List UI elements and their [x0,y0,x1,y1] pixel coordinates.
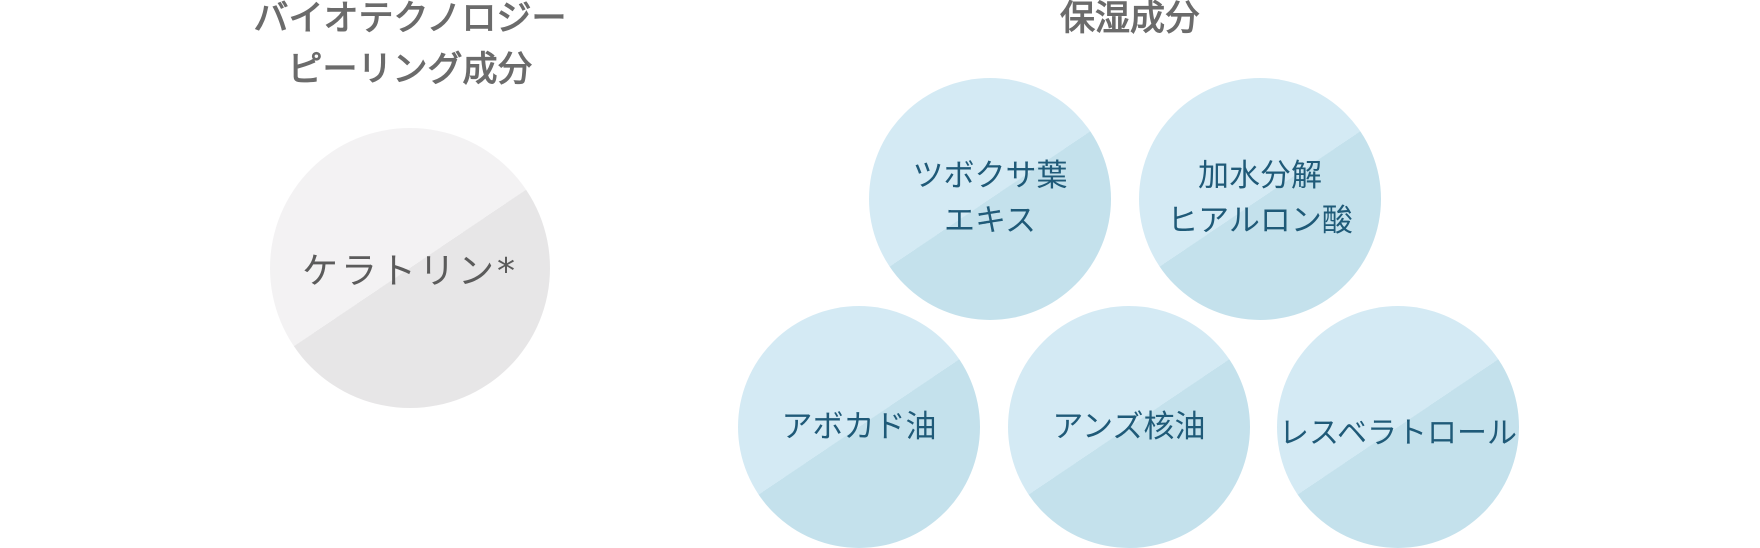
ingredient-label: ケラトリン* [302,242,518,294]
ingredient-label: ツボクサ葉 エキス [913,154,1068,244]
ingredient-name: レスベラトロール [1279,415,1517,451]
ingredient-label: アンズ核油 [1052,405,1205,450]
ingredient-name: アボカド油 [781,408,937,445]
ingredient-circle-keratin: ケラトリン* [270,128,550,408]
ingredient-circle-resveratrol: レスベラトロール [1277,306,1519,548]
heading-text: 保湿成分 [1059,0,1200,39]
ingredient-name: ケラトリン* [301,251,518,292]
heading-line-1: バイオテクノロジー [253,0,567,39]
ingredient-label: レスベラトロール [1279,411,1517,456]
ingredient-circle-avocado-oil: アボカド油 [738,306,980,548]
heading-line-2: ピーリング成分 [287,50,533,90]
ingredient-circle-apricot-kernel-oil: アンズ核油 [1008,306,1250,548]
ingredient-name-line-2: エキス [943,203,1037,239]
ingredient-label: 加水分解 ヒアルロン酸 [1167,154,1353,244]
ingredient-label: アボカド油 [782,405,937,450]
ingredient-name-line-1: 加水分解 [1197,158,1322,194]
peeling-ingredients-heading: バイオテクノロジー ピーリング成分 [210,0,610,96]
moisturizing-ingredients-heading: 保湿成分 [1005,0,1255,45]
ingredient-circle-centella: ツボクサ葉 エキス [869,78,1111,320]
ingredient-name-line-2: ヒアルロン酸 [1167,203,1353,239]
ingredient-name-line-1: ツボクサ葉 [912,158,1068,194]
ingredient-circle-hyaluronic-acid: 加水分解 ヒアルロン酸 [1139,78,1381,320]
ingredient-name: アンズ核油 [1052,408,1206,445]
